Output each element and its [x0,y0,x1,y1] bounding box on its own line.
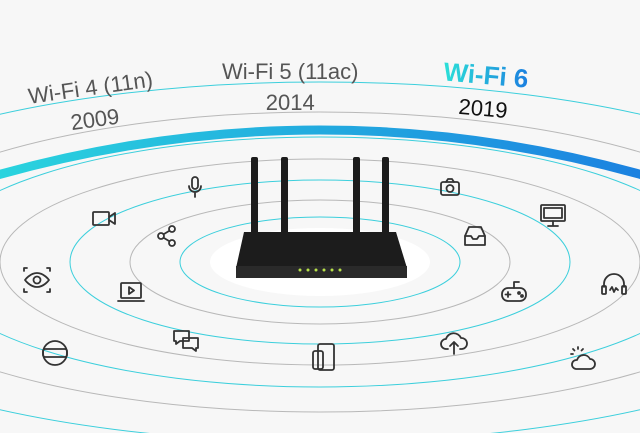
wifi6-label: Wi-Fi 6 2019 [442,56,530,124]
share-icon [152,221,182,251]
timeline-arc [0,125,640,180]
video-camera-icon [89,203,119,233]
headset-icon [599,269,629,299]
laptop-play-icon [116,277,146,307]
phones-icon [309,342,339,372]
wifi5-label: Wi-Fi 5 (11ac)2014 [222,59,359,115]
chat-icon [171,326,201,356]
monitor-icon [538,200,568,230]
camera-icon [435,172,465,202]
eye-icon [22,265,52,295]
weather-icon [567,342,597,372]
microphone-icon [180,172,210,202]
gamepad-icon [499,276,529,306]
inbox-icon [460,221,490,251]
router [236,157,407,278]
vr-headset-icon [40,338,70,368]
cloud-upload-icon [439,327,469,357]
